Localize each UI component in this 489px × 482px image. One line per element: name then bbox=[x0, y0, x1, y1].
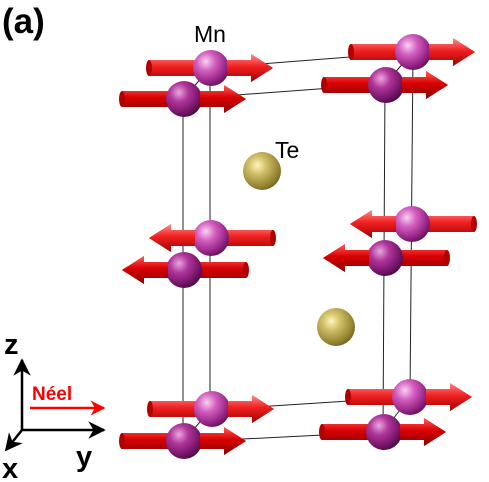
spin-arrow-tail bbox=[146, 60, 152, 76]
spin-arrow-tail bbox=[270, 230, 276, 246]
mn-atom bbox=[166, 81, 202, 117]
mn-atom bbox=[395, 34, 431, 70]
spin-arrow-tail bbox=[321, 77, 327, 93]
mn-atom bbox=[193, 220, 229, 256]
x-axis-label: x bbox=[2, 453, 18, 482]
te-label: Te bbox=[275, 137, 299, 163]
mn-site-back-mid-right bbox=[350, 206, 477, 242]
spin-arrow-head bbox=[400, 418, 446, 446]
spin-arrow-head bbox=[200, 427, 246, 455]
z-axis-label: z bbox=[4, 329, 19, 361]
spin-arrow-head bbox=[227, 54, 273, 82]
y-axis-label: y bbox=[76, 441, 92, 473]
mn-front-layer bbox=[119, 67, 450, 459]
x-axis-arrow bbox=[4, 429, 23, 452]
mn-site-front-bottom-right bbox=[319, 414, 446, 450]
spin-arrow-tail bbox=[119, 433, 125, 449]
mn-back-layer bbox=[146, 34, 477, 427]
spin-arrow-tail bbox=[119, 91, 125, 107]
mn-site-back-bottom-right bbox=[345, 379, 472, 415]
spin-arrow-head bbox=[149, 224, 195, 252]
spin-arrow-head bbox=[228, 395, 274, 423]
axis-triad: z y x Néel bbox=[2, 329, 106, 482]
mn-atom bbox=[166, 423, 202, 459]
spin-arrow-tail bbox=[471, 216, 477, 232]
te-atom bbox=[243, 152, 281, 190]
mn-site-back-top-left bbox=[146, 50, 273, 86]
mn-atom bbox=[368, 67, 404, 103]
spin-arrow-head bbox=[350, 210, 396, 238]
mn-atom bbox=[166, 252, 202, 288]
te-atom bbox=[317, 308, 355, 346]
neel-label: Néel bbox=[32, 384, 72, 405]
mn-label: Mn bbox=[194, 21, 226, 47]
mn-site-front-top-left bbox=[119, 81, 246, 117]
spin-arrow-head bbox=[426, 383, 472, 411]
spin-arrow-tail bbox=[444, 250, 450, 266]
spin-arrow-tail bbox=[345, 389, 351, 405]
mn-atom bbox=[193, 50, 229, 86]
mn-atom bbox=[367, 240, 403, 276]
mn-site-back-mid-left bbox=[149, 220, 276, 256]
mn-atom bbox=[392, 379, 428, 415]
mn-site-front-bottom-left bbox=[119, 423, 246, 459]
mn-atom bbox=[394, 206, 430, 242]
mn-site-front-mid-left bbox=[122, 252, 249, 288]
mn-atom bbox=[366, 414, 402, 450]
spin-arrow-head bbox=[429, 38, 475, 66]
spin-arrow-head bbox=[402, 71, 448, 99]
mn-atom bbox=[194, 391, 230, 427]
spin-arrow-head bbox=[200, 85, 246, 113]
spin-arrow-tail bbox=[319, 424, 325, 440]
spin-arrow-tail bbox=[147, 401, 153, 417]
spin-arrow-head bbox=[323, 244, 369, 272]
spin-arrow-head bbox=[122, 256, 168, 284]
spin-arrow-tail bbox=[243, 262, 249, 278]
panel-label: (a) bbox=[2, 2, 45, 41]
mn-site-front-mid-right bbox=[323, 240, 450, 276]
mn-site-front-top-right bbox=[321, 67, 448, 103]
spin-arrow-tail bbox=[348, 44, 354, 60]
mn-site-back-bottom-left bbox=[147, 391, 274, 427]
mn-site-back-top-right bbox=[348, 34, 475, 70]
